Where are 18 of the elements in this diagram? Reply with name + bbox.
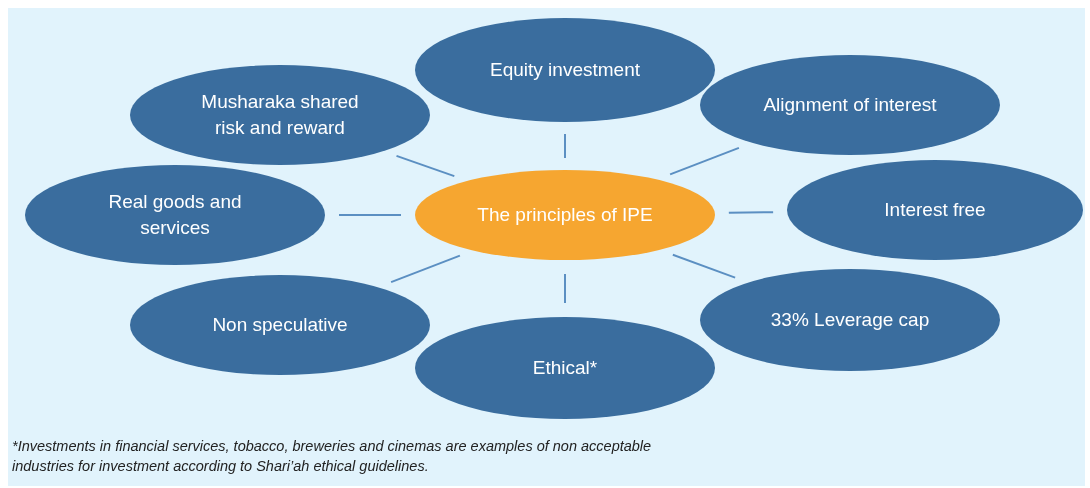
connector-line xyxy=(390,254,461,284)
connector-line xyxy=(395,154,456,178)
node-label: Real goods and services xyxy=(107,190,243,240)
node-label: Non speculative xyxy=(212,313,348,337)
connector-line xyxy=(671,253,737,279)
connector-line xyxy=(727,211,775,214)
node-label: The principles of IPE xyxy=(477,203,653,227)
connector-line xyxy=(669,146,740,176)
node-label: Alignment of interest xyxy=(763,93,937,117)
connector-line xyxy=(338,214,402,216)
footnote: *Investments in financial services, tobacco, breweries and cinemas are examples of non acceptable industries for investment according to Shari’ah ethical guidelines. xyxy=(12,437,653,476)
node-label: Musharaka shared risk and reward xyxy=(200,90,360,140)
connector-line xyxy=(564,133,566,159)
node-label: 33% Leverage cap xyxy=(770,308,930,332)
node-label: Ethical* xyxy=(532,356,598,380)
connector-line xyxy=(564,273,566,304)
node-label: Interest free xyxy=(884,198,986,222)
node-label: Equity investment xyxy=(490,58,640,82)
